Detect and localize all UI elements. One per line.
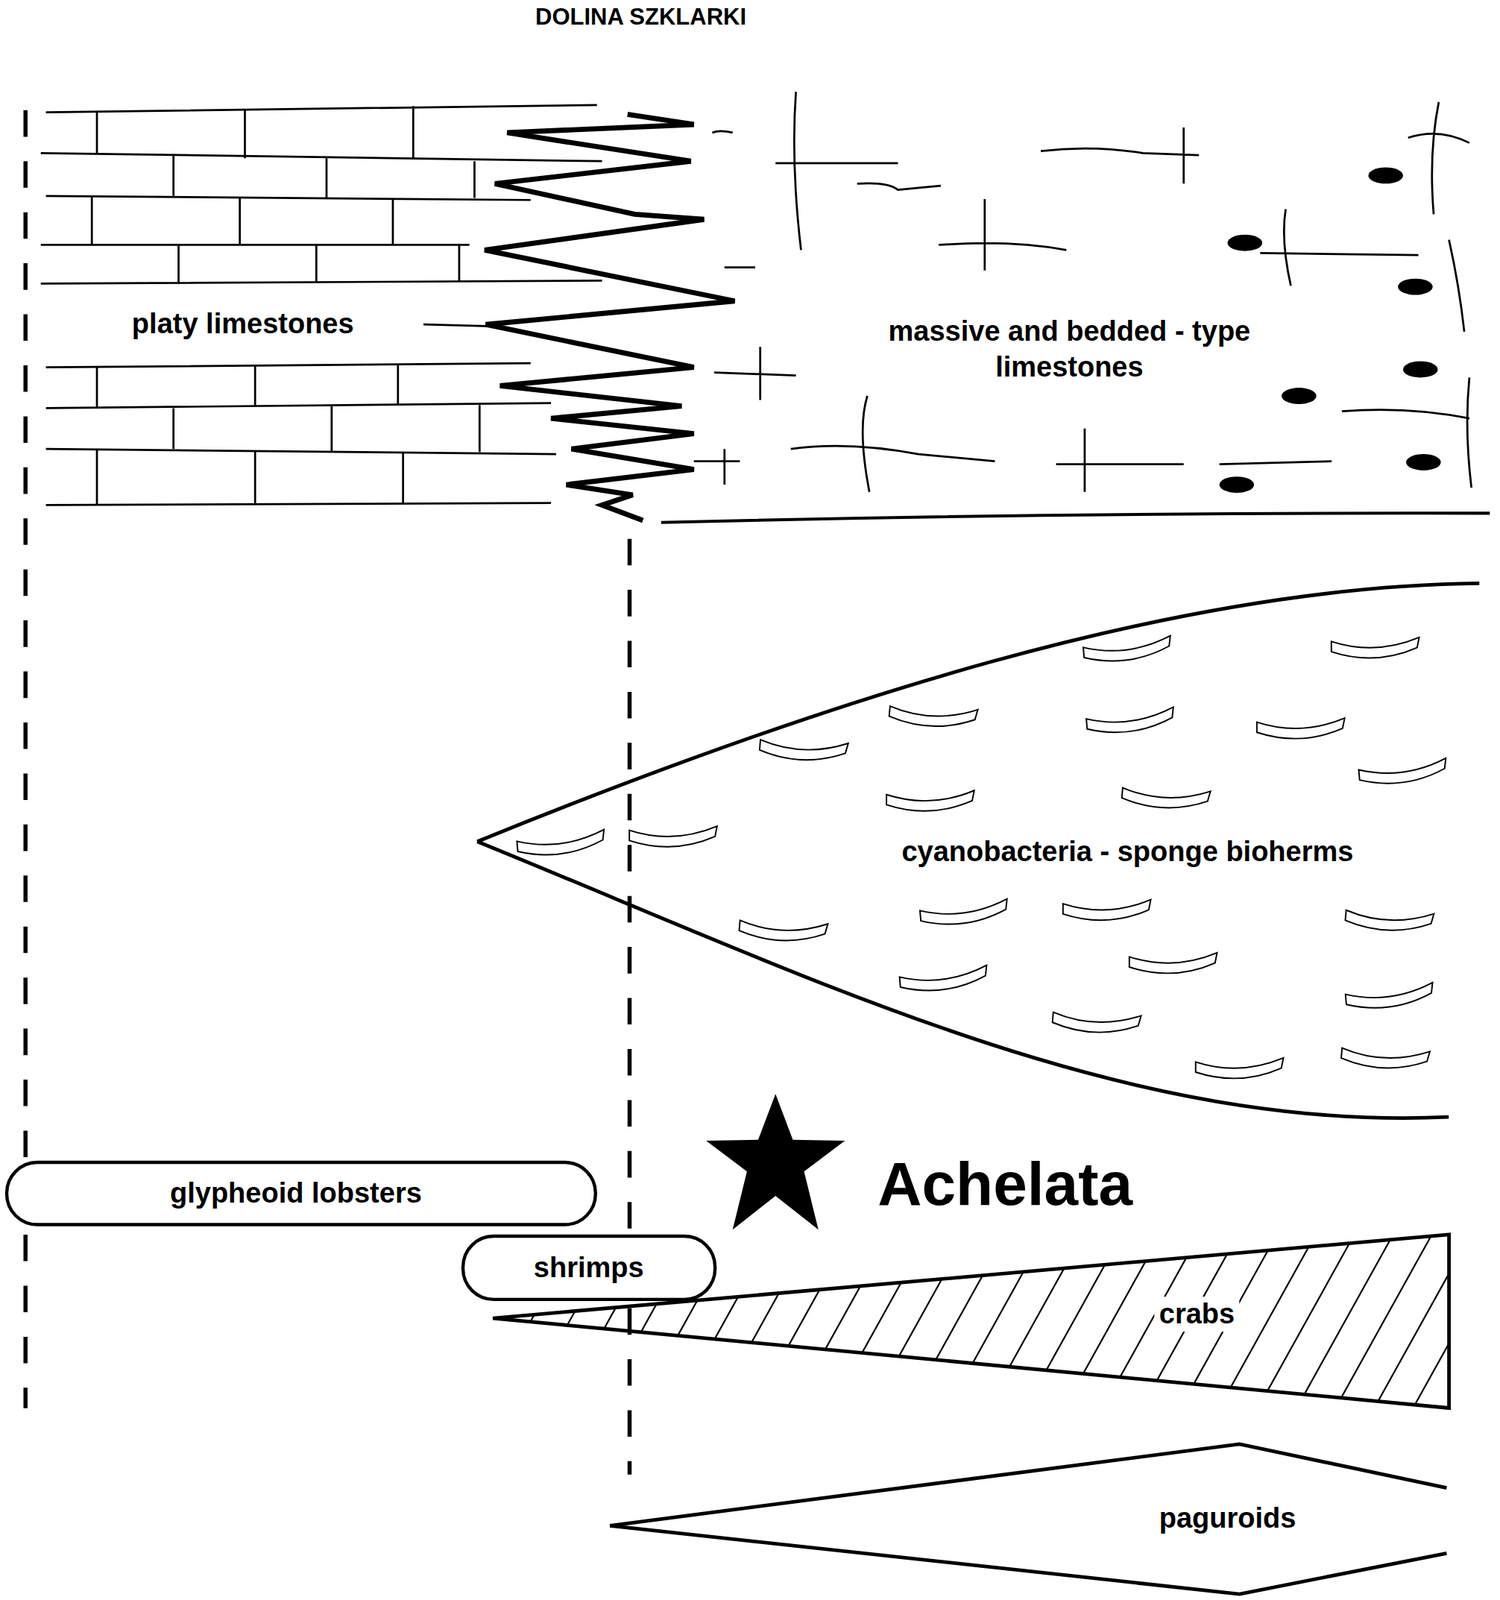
sponge-symbol xyxy=(1121,783,1211,812)
sponge-symbol xyxy=(886,791,975,812)
bioherm-lens: cyanobacteria - sponge bioherms xyxy=(471,571,1492,1128)
sponge-symbol xyxy=(919,899,1010,928)
sponge-symbol xyxy=(758,735,849,765)
shape-outline xyxy=(477,583,1480,842)
sponge-symbol xyxy=(1345,982,1436,1011)
outline-group xyxy=(609,1444,1447,1594)
shape-outline xyxy=(609,1525,1447,1594)
facies-label: platy limestones xyxy=(127,304,359,344)
hatching xyxy=(285,1229,1500,1413)
outline-group xyxy=(285,1229,1500,1413)
sponge-symbol xyxy=(516,829,607,859)
sponge-symbol xyxy=(1358,758,1448,787)
sponge-symbol xyxy=(1341,1043,1431,1073)
outline-group xyxy=(6,1163,596,1225)
outline-group xyxy=(477,583,1480,1119)
range-wedge: crabs xyxy=(489,1229,1454,1413)
sponge-symbol xyxy=(629,826,718,848)
sponge-symbol xyxy=(1083,635,1173,665)
bar-outline xyxy=(462,1236,715,1300)
sponge-symbol xyxy=(1051,1008,1142,1038)
range-bar: shrimps xyxy=(461,1234,717,1301)
sponge-symbol xyxy=(738,916,829,945)
range-label: shrimps xyxy=(533,1251,645,1285)
taxon-label: Achelata xyxy=(873,1143,1137,1224)
sponge-symbol xyxy=(1129,952,1218,974)
facies-label: massive and bedded - type limestones xyxy=(826,312,1313,387)
sponge-symbol xyxy=(1063,899,1152,921)
sponge-symbol xyxy=(1256,718,1345,740)
bar-outline xyxy=(6,1163,596,1225)
sponge-symbol xyxy=(1331,637,1420,659)
sponge-symbol xyxy=(899,965,989,994)
range-label: glypheoid lobsters xyxy=(169,1177,422,1210)
outline-group xyxy=(462,1236,715,1300)
range-spindle: paguroids xyxy=(606,1438,1454,1600)
range-bar: glypheoid lobsters xyxy=(5,1160,598,1227)
shape-outline xyxy=(477,841,1450,1119)
sponge-symbol xyxy=(1195,1057,1284,1079)
shape-outline xyxy=(609,1444,1447,1526)
wedge-outline xyxy=(492,1234,1449,1409)
node-outline xyxy=(489,1229,1454,1413)
node-outline xyxy=(606,1438,1454,1600)
range-label: paguroids xyxy=(1159,1502,1297,1536)
sponge-symbol xyxy=(1086,707,1176,736)
range-label: crabs xyxy=(1154,1296,1240,1333)
diagram-title: DOLINA SZKLARKI xyxy=(535,2,747,33)
sponge-symbol xyxy=(1344,906,1435,935)
sponge-symbol xyxy=(888,702,979,731)
range-label: cyanobacteria - sponge bioherms xyxy=(901,835,1354,869)
